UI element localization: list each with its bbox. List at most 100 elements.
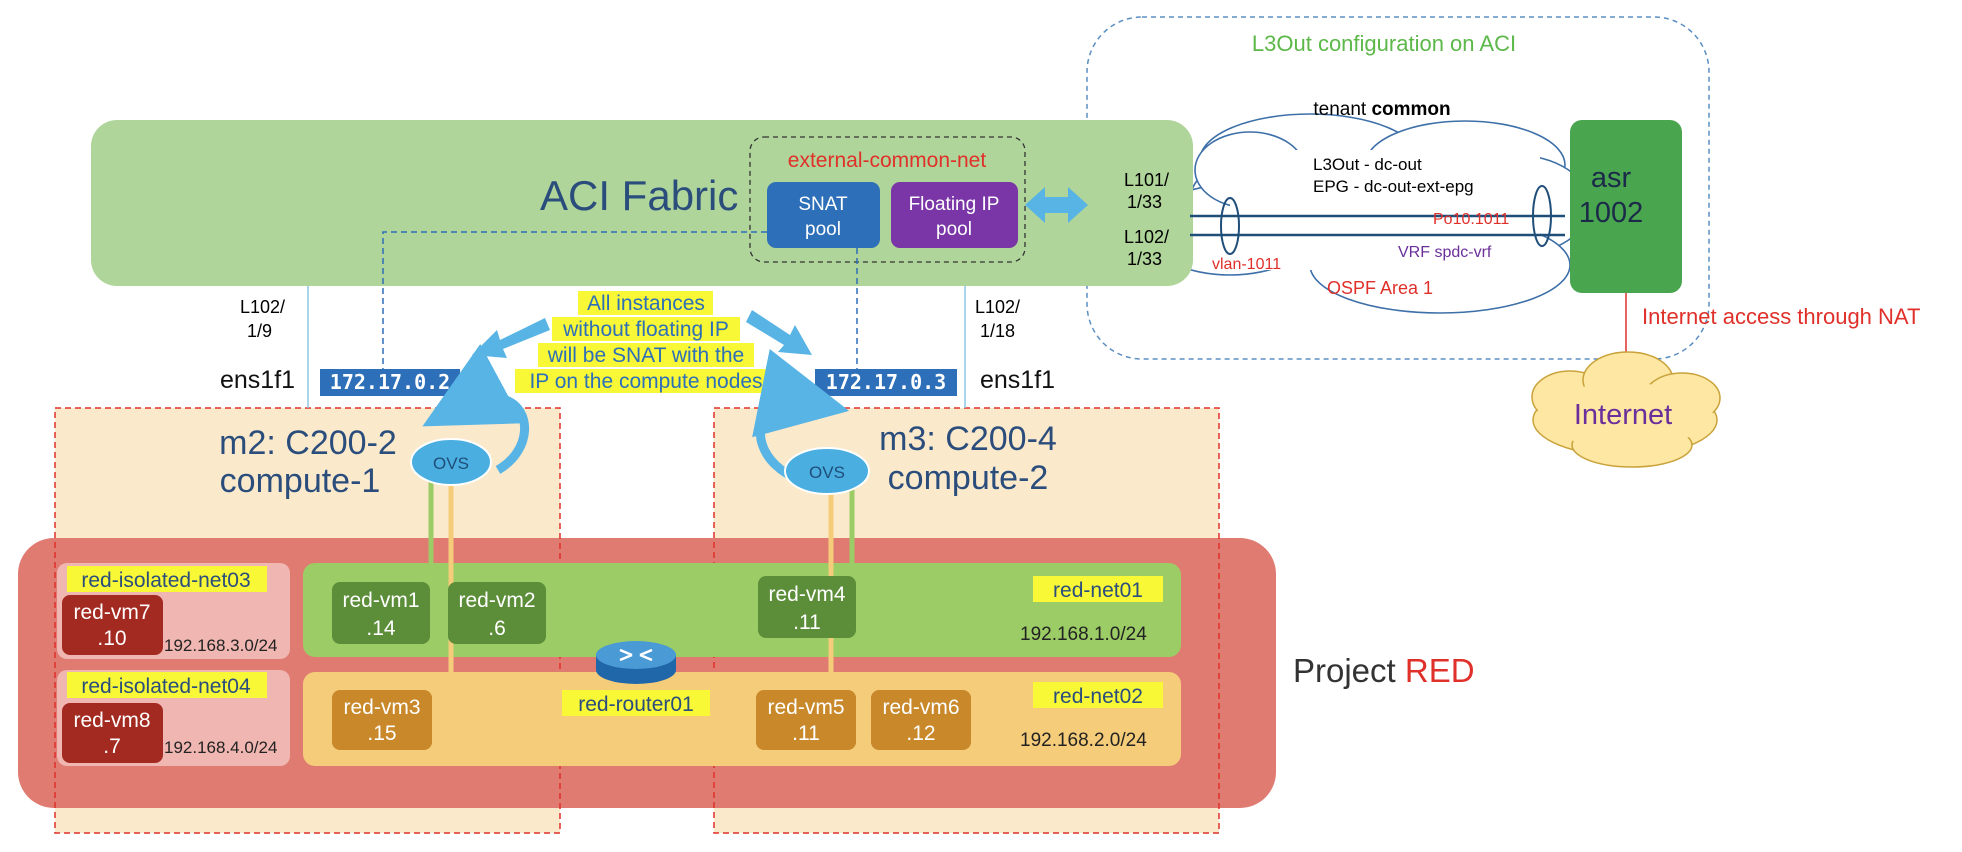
right-node-name-line2: compute-2 xyxy=(888,459,1049,497)
ospf-label: OSPF Area 1 xyxy=(1327,278,1433,298)
internet-access-label: Internet access through NAT xyxy=(1642,304,1920,329)
floating-pool-line1: Floating IP xyxy=(909,194,1000,215)
vlan-label: vlan-1011 xyxy=(1212,256,1281,273)
net02-label: red-net02 xyxy=(1053,685,1143,708)
epg-name: EPG - dc-out-ext-epg xyxy=(1313,177,1474,196)
l3out-title: L3Out configuration on ACI xyxy=(1252,31,1516,56)
vm4-name: red-vm4 xyxy=(768,583,845,606)
isolated-net04-label: red-isolated-net04 xyxy=(81,675,251,698)
vm4-box xyxy=(758,576,856,638)
arrow-right-icon xyxy=(746,310,812,355)
right-iface: ens1f1 xyxy=(980,366,1055,394)
ovs-compute-2 xyxy=(784,447,870,495)
net01-subnet: 192.168.1.0/24 xyxy=(1020,624,1147,645)
ovs-left-label: OVS xyxy=(433,454,469,473)
note-line3: will be SNAT with the xyxy=(547,344,744,367)
l102-port-line1: L102/ xyxy=(1124,227,1169,247)
vm2-box xyxy=(448,582,546,644)
l3out-name: L3Out - dc-out xyxy=(1313,155,1422,174)
l101-port-line2: 1/33 xyxy=(1127,192,1162,212)
isolated-net03-label-bg xyxy=(67,566,267,592)
vm6-ip: .12 xyxy=(906,722,935,745)
isolated-net03-subnet: 192.168.3.0/24 xyxy=(164,636,277,655)
vm3-box xyxy=(332,690,432,750)
vm6-box xyxy=(871,690,971,750)
l101-port-line1: L101/ xyxy=(1124,170,1169,190)
compute-2-outline xyxy=(713,407,1220,834)
tenant-prefix: tenant xyxy=(1313,99,1371,120)
vm5-name: red-vm5 xyxy=(767,696,844,719)
internet-cloud xyxy=(1531,351,1721,468)
l102-port-line2: 1/33 xyxy=(1127,249,1162,269)
snat-pool-line2: pool xyxy=(805,219,841,240)
asr-router xyxy=(1570,120,1682,293)
vm5-ip: .11 xyxy=(792,722,820,745)
left-port-line1: L102/ xyxy=(240,297,285,317)
net01-label-bg xyxy=(1033,576,1163,602)
vm3-name: red-vm3 xyxy=(343,696,420,719)
note-line2: without floating IP xyxy=(562,318,729,341)
vm8-box xyxy=(62,703,163,763)
isolated-net03-label: red-isolated-net03 xyxy=(81,569,250,592)
vm8-ip: .7 xyxy=(103,735,121,758)
po-label: Po10.1011 xyxy=(1433,211,1509,228)
vm8-name: red-vm8 xyxy=(73,709,150,732)
vm1-ip: .14 xyxy=(366,617,396,640)
internet-label: Internet xyxy=(1574,399,1672,431)
left-ip: 172.17.0.2 xyxy=(330,370,450,394)
note-bg-1 xyxy=(578,291,713,315)
router-icon xyxy=(596,641,676,684)
right-ip: 172.17.0.3 xyxy=(826,370,946,394)
vm2-ip: .6 xyxy=(488,617,506,640)
ovs-compute-1 xyxy=(410,438,492,486)
vrf-label: VRF spdc-vrf xyxy=(1398,244,1492,261)
note-bg-2 xyxy=(552,317,740,341)
right-loop-arrow-icon xyxy=(752,349,850,485)
vm2-name: red-vm2 xyxy=(458,589,535,612)
snat-pool xyxy=(767,182,880,248)
ext-net-label: external-common-net xyxy=(788,149,987,172)
isolated-net04-label-bg xyxy=(67,672,267,698)
vm7-box xyxy=(62,595,163,655)
floating-pool-line2: pool xyxy=(936,219,972,240)
fabric-title: ACI Fabric xyxy=(540,172,738,219)
net01-label: red-net01 xyxy=(1053,579,1143,602)
left-iface: ens1f1 xyxy=(220,366,295,394)
snat-line-left xyxy=(382,231,767,372)
vm7-ip: .10 xyxy=(97,627,126,650)
vm1-box xyxy=(332,582,430,644)
note-line1: All instances xyxy=(587,292,705,315)
vm5-box xyxy=(756,690,856,750)
left-port-line2: 1/9 xyxy=(247,321,272,341)
note-bg-4 xyxy=(515,369,780,393)
vm3-ip: .15 xyxy=(367,722,396,745)
vm6-name: red-vm6 xyxy=(882,696,959,719)
net02-label-bg xyxy=(1033,682,1163,708)
asr-line1: asr xyxy=(1591,162,1632,194)
asr-line2: 1002 xyxy=(1579,197,1644,229)
project-prefix: Project xyxy=(1293,652,1405,689)
left-node-name-line2: compute-1 xyxy=(220,462,381,500)
vm1-name: red-vm1 xyxy=(342,589,419,612)
right-node-name-line1: m3: C200-4 xyxy=(879,420,1057,458)
tenant-name: common xyxy=(1371,99,1450,120)
double-arrow-icon xyxy=(1025,187,1088,223)
tenant-label: tenant common xyxy=(1313,99,1450,120)
floating-ip-pool xyxy=(891,182,1018,248)
project-label: Project RED xyxy=(1293,652,1475,689)
note-bg-3 xyxy=(538,343,754,367)
ovs-right-label: OVS xyxy=(809,463,845,482)
left-node-name-line1: m2: C200-2 xyxy=(219,424,397,462)
right-port-line2: 1/18 xyxy=(980,321,1015,341)
ext-net-box xyxy=(749,136,1026,263)
vm7-name: red-vm7 xyxy=(73,601,150,624)
vm4-ip: .11 xyxy=(793,611,821,634)
right-port-line1: L102/ xyxy=(975,297,1020,317)
isolated-net04-subnet: 192.168.4.0/24 xyxy=(164,738,277,757)
note-line4: IP on the compute nodes xyxy=(529,370,762,393)
router-label: red-router01 xyxy=(578,693,694,716)
left-loop-arrow-icon xyxy=(422,344,530,474)
port-channel-left xyxy=(1220,197,1240,255)
snat-pool-line1: SNAT xyxy=(798,194,848,215)
net02-subnet: 192.168.2.0/24 xyxy=(1020,730,1147,751)
